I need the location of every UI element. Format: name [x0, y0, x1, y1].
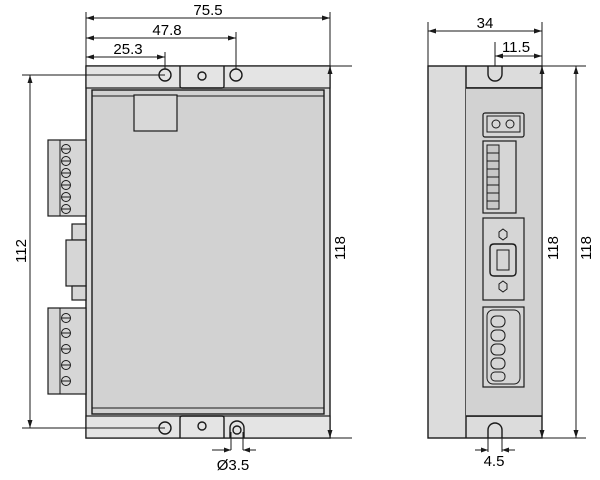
dim-label-118-side-inner: 118 — [545, 236, 562, 260]
upper-terminal-block — [47, 139, 87, 217]
label-plate — [133, 94, 178, 132]
upper-terminal-screws — [61, 144, 71, 214]
dim-label-hole-diameter: Ø3.5 — [217, 457, 250, 474]
bottom-slot-recess — [179, 415, 225, 438]
side-view — [427, 65, 543, 439]
motor-connector — [482, 306, 525, 388]
top-slot-screw — [197, 71, 207, 81]
lower-terminal-screws — [61, 313, 71, 386]
led-window — [482, 112, 525, 138]
dim-label-118-side-outer: 118 — [578, 236, 595, 260]
cover-panel — [91, 89, 325, 415]
connector-clip-bottom — [71, 285, 87, 301]
side-dimensions: 34 11.5 118 118 4.5 — [427, 15, 595, 470]
front-dimensions: 75.5 47.8 25.3 112 118 Ø3.5 — [13, 2, 352, 474]
bottom-flange — [85, 415, 331, 439]
dip-switch-positions — [487, 152, 499, 202]
front-view — [47, 65, 331, 439]
bottom-hole-right — [232, 425, 242, 435]
led-indicator-1 — [491, 119, 501, 129]
side-bottom-slot — [487, 422, 503, 438]
db9-screw-bottom — [498, 280, 508, 293]
dim-label-47-8: 47.8 — [152, 22, 181, 39]
bottom-slot-open-right — [229, 420, 245, 438]
connector-clip-top — [71, 223, 87, 241]
led-indicator-2 — [505, 119, 515, 129]
bottom-slot-screw — [197, 421, 207, 431]
db9-connector — [489, 243, 517, 277]
dim-label-4-5: 4.5 — [484, 453, 505, 470]
dim-label-112: 112 — [13, 239, 30, 263]
top-flange — [85, 65, 331, 89]
dim-label-25-3: 25.3 — [113, 41, 142, 58]
dim-label-11-5: 11.5 — [502, 39, 530, 56]
top-slot-recess — [179, 66, 225, 89]
dim-label-34: 34 — [477, 15, 494, 32]
middle-connector — [65, 239, 87, 287]
motor-connector-pins — [490, 315, 506, 382]
db9-screw-top — [498, 228, 508, 241]
side-top-slot — [487, 66, 503, 82]
dim-label-118-front: 118 — [332, 236, 349, 260]
db9-port-frame — [482, 217, 525, 301]
dim-label-75-5: 75.5 — [193, 2, 222, 19]
